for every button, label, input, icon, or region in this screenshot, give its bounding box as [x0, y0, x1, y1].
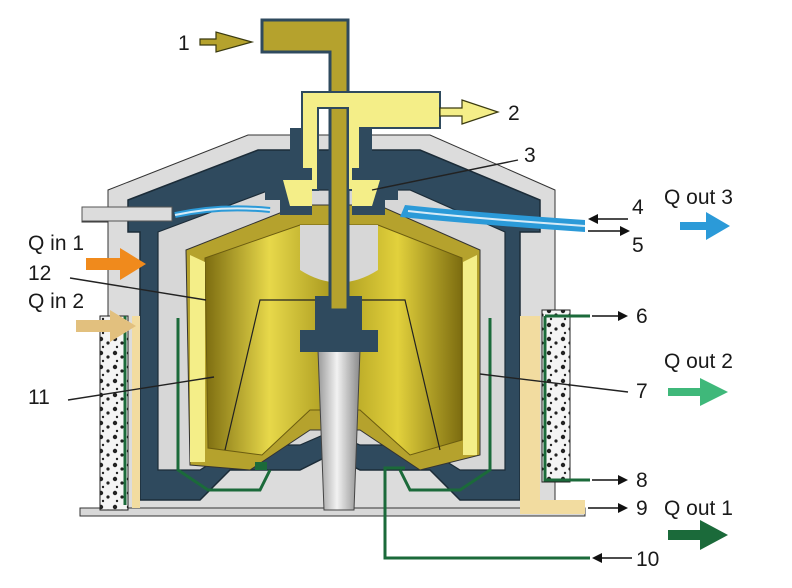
- hub-cap: [315, 296, 362, 330]
- housing-neck: [290, 128, 372, 168]
- pale-lining-left: [190, 255, 205, 462]
- label-8: 8: [636, 469, 648, 492]
- label-11: 11: [28, 386, 50, 409]
- flow-q-out-1: Q out 1: [664, 497, 733, 520]
- label-1: 1: [178, 32, 190, 55]
- arrow-6-head: [618, 311, 628, 321]
- arrow-1: [199, 31, 255, 53]
- leader-3: [371, 159, 519, 191]
- leader-7: [479, 373, 629, 393]
- green-inner-coil-left: [176, 318, 272, 492]
- green-inlet-pipe: [383, 466, 590, 560]
- pale-lining-right: [463, 255, 477, 455]
- spindle: [317, 349, 361, 511]
- flow-q-out-3: Q out 3: [664, 186, 733, 209]
- arrow-2: [439, 99, 500, 125]
- label-9: 9: [636, 497, 648, 520]
- label-10: 10: [636, 548, 659, 571]
- q-out-1-arrow: [668, 520, 728, 550]
- blue-channel-left-core: [174, 207, 271, 216]
- spindle-hub: [300, 330, 378, 352]
- label-12: 12: [28, 262, 51, 285]
- leader-11: [67, 376, 215, 401]
- q-out-3-arrow: [680, 212, 730, 240]
- q-in-2-arrow: [76, 310, 136, 342]
- pump-yellow-right: [352, 180, 380, 206]
- label-5: 5: [632, 234, 644, 257]
- pump-yellow-left: [283, 180, 312, 206]
- cooling-channel-right: [520, 316, 585, 514]
- insulation-right: [541, 309, 571, 483]
- cooling-channel-left: [132, 316, 140, 508]
- arrow-8-head: [618, 475, 628, 485]
- arrow-9-head: [618, 503, 628, 513]
- flow-q-in-2: Q in 2: [28, 290, 84, 313]
- label-4: 4: [632, 196, 644, 219]
- leader-12: [69, 277, 207, 301]
- insulation-left: [99, 315, 129, 511]
- green-nozzle-left: [255, 462, 267, 470]
- green-inner-coil-right: [398, 318, 492, 492]
- q-in-1-arrow: [86, 248, 146, 280]
- connector-gray-left: [81, 206, 173, 222]
- arrow-5-head: [620, 226, 630, 236]
- feed-pipe-inlet: [260, 18, 350, 312]
- label-2: 2: [508, 102, 520, 125]
- q-out-2-arrow: [668, 378, 728, 406]
- label-7: 7: [636, 380, 648, 403]
- flow-q-in-1: Q in 1: [28, 232, 84, 255]
- flow-q-out-2: Q out 2: [664, 350, 733, 373]
- arrow-10-head: [592, 553, 602, 563]
- label-6: 6: [636, 305, 648, 328]
- blue-channel-right-core: [407, 210, 586, 227]
- green-loop-right: [543, 314, 590, 482]
- label-3: 3: [524, 144, 536, 167]
- arrow-4-head: [588, 214, 598, 224]
